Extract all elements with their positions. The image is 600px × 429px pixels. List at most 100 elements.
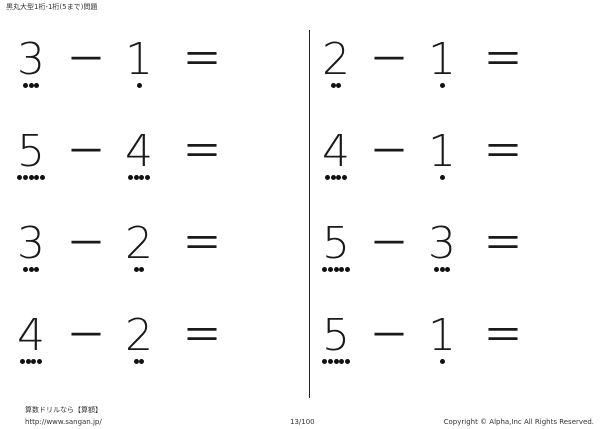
count-dot	[139, 175, 145, 180]
count-dot	[28, 267, 34, 272]
subtrahend-digit: 2	[125, 218, 153, 269]
subtrahend-digit: 1	[125, 34, 153, 85]
copyright-notice: Copyright © Alpha,Inc All Rights Reserve…	[443, 418, 594, 426]
subtrahend: 4	[116, 130, 162, 183]
count-dot	[330, 175, 336, 180]
minuend: 5	[313, 222, 359, 275]
minus-sign: －	[369, 313, 409, 359]
count-dot	[19, 359, 25, 364]
subtrahend: 2	[116, 314, 162, 367]
minuend-digit: 5	[322, 310, 350, 361]
equals-sign: ＝	[483, 313, 523, 359]
minuend-dots	[8, 83, 54, 91]
equals-sign: ＝	[483, 129, 523, 175]
subtrahend-dots	[419, 83, 465, 91]
count-dot	[136, 83, 142, 88]
count-dot	[25, 359, 31, 364]
count-dot	[433, 267, 439, 272]
subtrahend-dots	[116, 175, 162, 183]
count-dot	[330, 83, 336, 88]
subtrahend-digit: 1	[428, 34, 456, 85]
count-dot	[327, 267, 333, 272]
equals-sign: ＝	[182, 129, 222, 175]
problem-6: 5 － 3 ＝	[313, 222, 573, 282]
count-dot	[31, 359, 37, 364]
minuend: 3	[8, 38, 54, 91]
count-dot	[327, 359, 333, 364]
subtrahend-digit: 1	[428, 310, 456, 361]
count-dot	[439, 175, 445, 180]
minuend-dots	[313, 83, 359, 91]
minuend-digit: 5	[17, 126, 45, 177]
problem-4: 4 － 1 ＝	[313, 130, 573, 190]
minuend-digit: 4	[17, 310, 45, 361]
count-dot	[34, 175, 40, 180]
count-dot	[336, 83, 342, 88]
count-dot	[34, 83, 40, 88]
count-dot	[133, 175, 139, 180]
count-dot	[439, 267, 445, 272]
count-dot	[145, 175, 151, 180]
column-divider	[309, 30, 310, 398]
problem-5: 3 － 2 ＝	[8, 222, 268, 282]
minuend-dots	[8, 267, 54, 275]
equals-sign: ＝	[182, 313, 222, 359]
count-dot	[345, 267, 351, 272]
count-dot	[22, 267, 28, 272]
subtrahend-dots	[116, 83, 162, 91]
problem-7: 4 － 2 ＝	[8, 314, 268, 374]
count-dot	[28, 175, 34, 180]
minus-sign: －	[66, 313, 106, 359]
count-dot	[34, 267, 40, 272]
count-dot	[37, 359, 43, 364]
subtrahend-dots	[419, 175, 465, 183]
subtrahend-digit: 4	[125, 126, 153, 177]
count-dot	[16, 175, 22, 180]
minuend-dots	[8, 175, 54, 183]
minus-sign: －	[369, 37, 409, 83]
minus-sign: －	[369, 221, 409, 267]
subtrahend-dots	[419, 359, 465, 367]
count-dot	[339, 359, 345, 364]
subtrahend: 2	[116, 222, 162, 275]
count-dot	[133, 267, 139, 272]
subtrahend-dots	[419, 267, 465, 275]
count-dot	[28, 83, 34, 88]
footer-url-link[interactable]: http://www.sangan.jp/	[25, 418, 102, 426]
subtrahend-digit: 3	[428, 218, 456, 269]
minuend: 3	[8, 222, 54, 275]
problem-1: 3 － 1 ＝	[8, 38, 268, 98]
subtrahend: 1	[419, 314, 465, 367]
equals-sign: ＝	[182, 221, 222, 267]
subtrahend-dots	[116, 359, 162, 367]
problem-2: 2 － 1 ＝	[313, 38, 573, 98]
count-dot	[22, 83, 28, 88]
subtrahend-digit: 2	[125, 310, 153, 361]
minuend-digit: 3	[17, 218, 45, 269]
count-dot	[133, 359, 139, 364]
minuend: 5	[313, 314, 359, 367]
subtrahend: 3	[419, 222, 465, 275]
count-dot	[324, 175, 330, 180]
count-dot	[333, 267, 339, 272]
minuend-digit: 4	[322, 126, 350, 177]
subtrahend-digit: 1	[428, 126, 456, 177]
count-dot	[321, 267, 327, 272]
count-dot	[339, 267, 345, 272]
minus-sign: －	[66, 221, 106, 267]
minus-sign: －	[66, 129, 106, 175]
equals-sign: ＝	[483, 37, 523, 83]
page-number: 13/100	[290, 418, 315, 426]
minuend-dots	[313, 267, 359, 275]
minuend-dots	[313, 175, 359, 183]
minuend-digit: 3	[17, 34, 45, 85]
worksheet-title: 黒丸大型1桁-1桁(5まで)問題	[6, 3, 98, 11]
minuend: 5	[8, 130, 54, 183]
minuend-digit: 5	[322, 218, 350, 269]
count-dot	[439, 359, 445, 364]
count-dot	[139, 267, 145, 272]
problem-8: 5 － 1 ＝	[313, 314, 573, 374]
count-dot	[22, 175, 28, 180]
minus-sign: －	[66, 37, 106, 83]
count-dot	[333, 359, 339, 364]
